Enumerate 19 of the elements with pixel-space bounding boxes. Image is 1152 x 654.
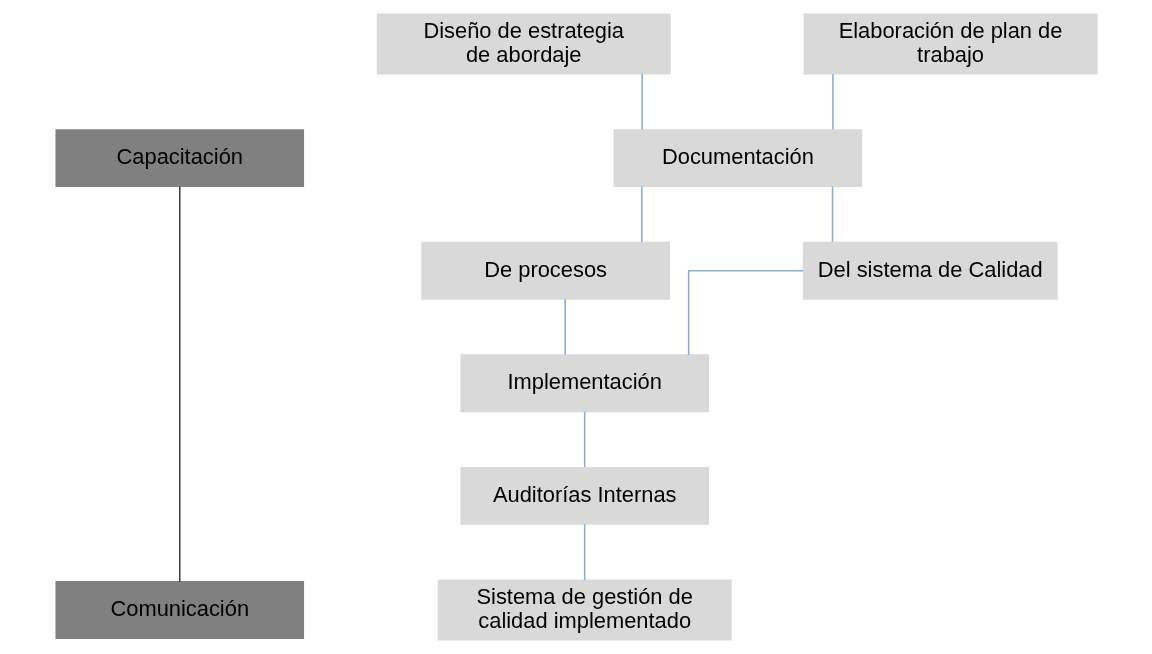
node-box: Auditorías Internas (459, 466, 709, 525)
node-box: Comunicación (54, 581, 304, 639)
node-box: De procesos (420, 241, 670, 300)
node-box: Del sistema de Calidad (802, 241, 1058, 300)
node-box: Sistema de gestión de calidad implementado (437, 579, 732, 641)
connector (583, 410, 585, 468)
node-box: Documentación (613, 129, 862, 188)
connector (831, 185, 833, 243)
node-box: Elaboración de plan de trabajo (803, 13, 1098, 75)
node-box: Capacitación (54, 129, 304, 188)
node-box: Diseño de estrategia de abordaje (376, 13, 671, 75)
connector (640, 185, 643, 243)
connector (583, 523, 585, 581)
node-box: Implementación (459, 354, 709, 413)
connector (640, 73, 643, 131)
connector (178, 185, 181, 583)
connector (563, 298, 566, 356)
connector (831, 73, 834, 131)
connector (687, 269, 804, 356)
